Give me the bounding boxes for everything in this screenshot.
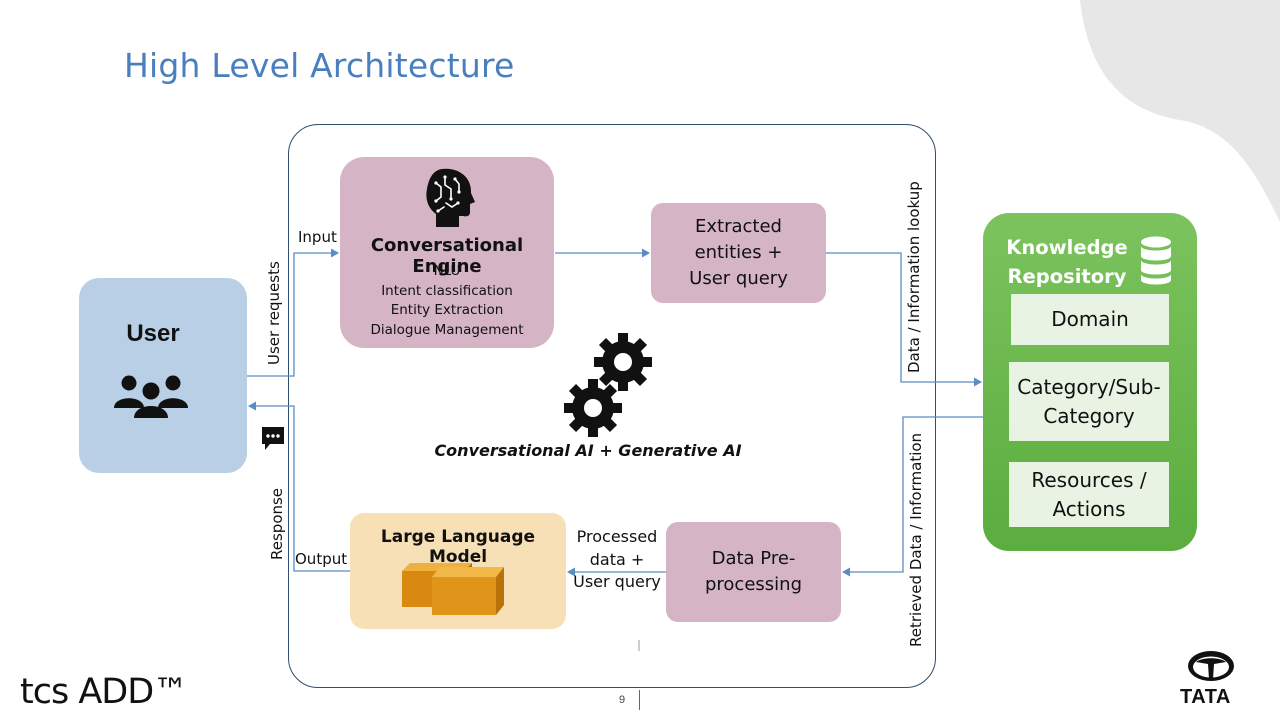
input-label: Input (298, 228, 337, 246)
knowledge-title-line: Knowledge (1006, 236, 1128, 259)
conversational-engine-box: Conversational Engine NLU Intent classif… (340, 157, 554, 348)
knowledge-title-line: Repository (1007, 265, 1127, 288)
repository-item-line: Actions (1052, 496, 1126, 521)
arrow-user-to-engine (247, 248, 339, 377)
footer-divider (639, 690, 640, 710)
output-label: Output (295, 550, 348, 568)
tata-logo-icon (1188, 651, 1234, 681)
database-icon (1141, 236, 1171, 285)
model-cubes-icon (402, 563, 504, 615)
data-preprocessing-box: Data Pre- processing (666, 522, 841, 622)
background-decoration (1080, 0, 1280, 222)
knowledge-title: Knowledge Repository (997, 233, 1137, 291)
repository-item-line: Domain (1051, 307, 1129, 331)
repository-item-line: Category (1043, 403, 1135, 428)
center-caption: Conversational AI + Generative AI (434, 441, 742, 460)
repository-item-line: Category/Sub- (1017, 374, 1161, 399)
tcs-add-logo: tcs ADD™ (20, 672, 188, 712)
arrow-llm-to-user (248, 401, 350, 572)
engine-capability: Dialogue Management (370, 321, 524, 338)
repository-item-domain: Domain (1011, 294, 1169, 345)
engine-capability: NLU (433, 263, 461, 279)
extracted-line: User query (689, 268, 788, 289)
llm-box: Large Language Model (350, 513, 566, 629)
repository-item-line: Resources / (1031, 467, 1147, 492)
processed-line: data + (589, 549, 645, 569)
tata-logo-text: TATA (1180, 686, 1231, 708)
engine-title: Conversational Engine (370, 235, 524, 277)
engine-capability: Entity Extraction (390, 302, 504, 318)
repository-item-category: Category/Sub- Category (1009, 362, 1169, 441)
user-requests-label: User requests (265, 261, 283, 365)
repository-item-resources: Resources / Actions (1009, 462, 1169, 527)
preprocessing-line: Data Pre- (711, 548, 796, 569)
extracted-line: Extracted (695, 216, 782, 237)
extracted-entities-box: Extracted entities + User query (651, 203, 826, 303)
slide-title: High Level Architecture (124, 46, 515, 85)
processed-line: User query (573, 572, 661, 591)
gears-icon (564, 333, 652, 437)
knowledge-repository-box: Knowledge Repository Domain Category/Sub… (983, 213, 1197, 551)
arrow-extracted-to-repo (826, 252, 982, 387)
engine-capability: Intent classification (381, 282, 513, 299)
extracted-line: entities + (694, 242, 783, 263)
chat-bubble-icon (262, 427, 284, 450)
response-label: Response (268, 487, 286, 560)
data-lookup-label: Data / Information lookup (905, 181, 923, 373)
group-people-icon (114, 375, 188, 418)
page-number: 9 (618, 694, 626, 706)
engine-capabilities: NLU Intent classification Entity Extract… (340, 262, 554, 340)
processed-line: Processed (576, 527, 658, 546)
processed-data-label: Processed data + User query (570, 526, 664, 594)
llm-title: Large Language Model (380, 527, 536, 567)
ai-brain-head-icon (426, 168, 475, 227)
arrow-repo-to-preprocessing (842, 416, 983, 577)
preprocessing-line: processing (704, 574, 802, 595)
retrieved-data-label: Retrieved Data / Information (907, 432, 925, 647)
user-label: User (126, 320, 180, 347)
user-box: User (79, 278, 247, 473)
